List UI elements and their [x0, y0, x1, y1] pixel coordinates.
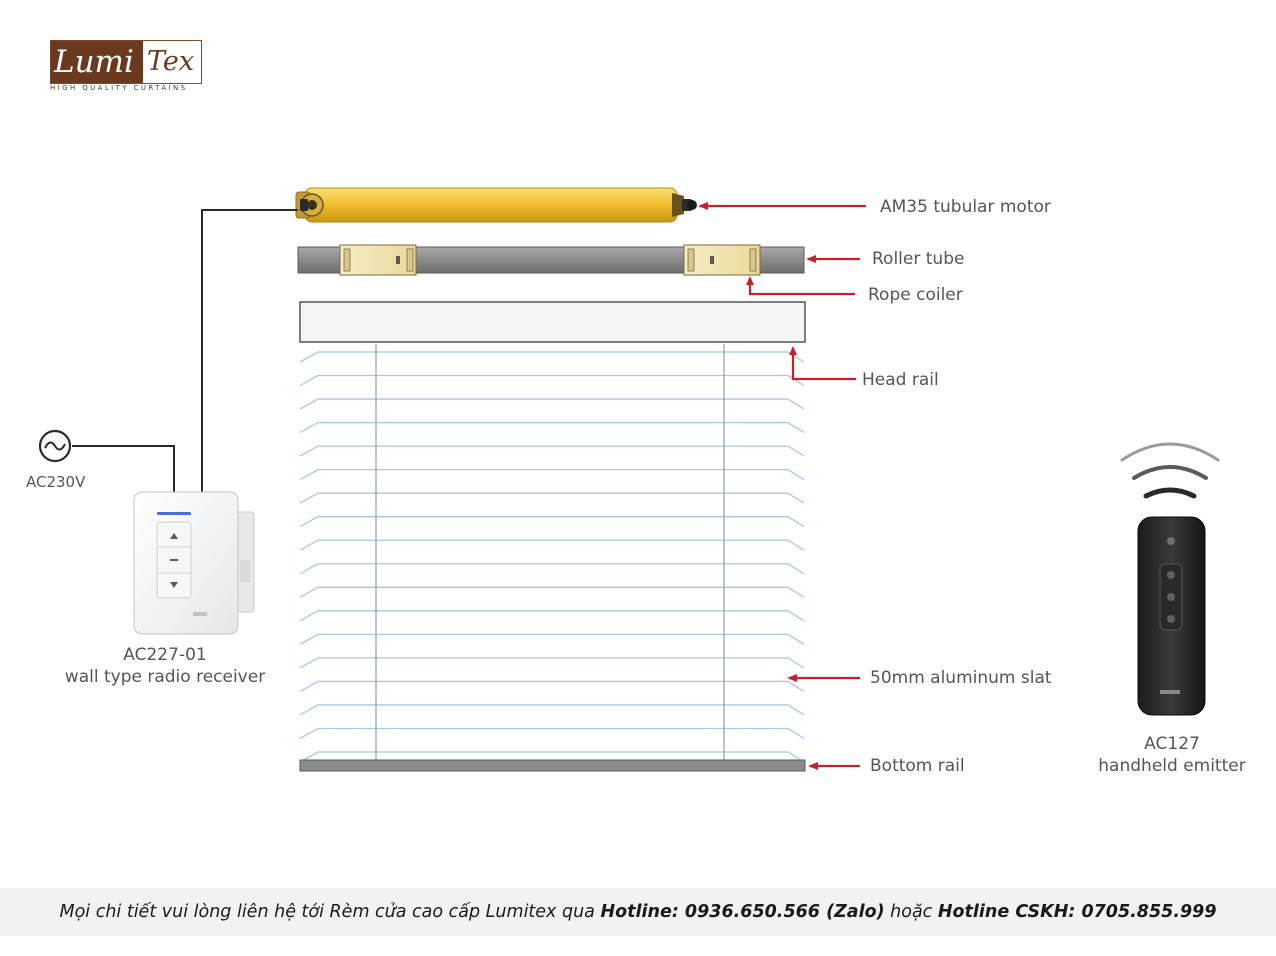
aluminum-slat: [299, 374, 805, 387]
aluminum-slat: [299, 727, 805, 740]
head-rail: [299, 301, 806, 343]
label-receiver-model: AC227-01: [123, 645, 207, 665]
label-emitter-model: AC127: [1144, 734, 1200, 754]
aluminum-slat: [299, 633, 805, 645]
aluminum-slat: [299, 351, 805, 363]
motor-cable: [201, 209, 298, 492]
rope-coiler-right: [683, 244, 761, 276]
footer-intro: Mọi chi tiết vui lòng liên hệ tới Rèm cử…: [59, 902, 601, 922]
stop-icon: [170, 559, 178, 561]
aluminum-slat: [299, 563, 805, 575]
up-arrow-icon: [170, 533, 178, 539]
aluminum-slat: [299, 398, 805, 410]
logo-word-left: Lumi: [54, 44, 134, 80]
ac-power-icon: [38, 429, 72, 463]
wireless-signal-icon: [1120, 442, 1220, 499]
aluminum-slat: [299, 445, 805, 457]
aluminum-slat: [299, 680, 805, 692]
label-motor: AM35 tubular motor: [880, 197, 1051, 217]
logo-frame: Lumi Tex: [50, 40, 202, 84]
aluminum-slat: [299, 539, 805, 551]
bottom-rail: [299, 759, 806, 772]
footer-cskh-hotline: Hotline CSKH: 0705.855.999: [937, 902, 1217, 922]
leader-head-rail: [791, 348, 856, 381]
down-arrow-icon: [170, 582, 178, 588]
handheld-remote: [1137, 516, 1206, 716]
wall-receiver: [133, 491, 255, 635]
leader-arrowheads: [698, 202, 818, 770]
lumitex-logo: Lumi Tex HIGH QUALITY CURTAINS: [50, 40, 202, 96]
aluminum-slat: [299, 586, 805, 598]
label-roller-tube: Roller tube: [872, 249, 965, 269]
label-bottom-rail: Bottom rail: [870, 756, 965, 776]
footer-text: Mọi chi tiết vui lòng liên hệ tới Rèm cử…: [0, 900, 1276, 924]
aluminum-slat: [299, 468, 805, 481]
aluminum-slat: [299, 421, 805, 434]
aluminum-slat: [299, 516, 805, 528]
rope-coiler-left: [339, 244, 417, 276]
leader-rope-coiler: [748, 278, 855, 296]
label-emitter-desc: handheld emitter: [1098, 756, 1246, 776]
label-rope-coiler: Rope coiler: [868, 285, 963, 305]
label-head-rail: Head rail: [862, 370, 939, 390]
label-slat: 50mm aluminum slat: [870, 668, 1052, 688]
aluminum-slat: [299, 610, 805, 622]
label-power: AC230V: [26, 473, 86, 491]
tubular-motor: [295, 187, 697, 223]
footer-hotline: Hotline: 0936.650.566 (Zalo): [600, 902, 885, 922]
aluminum-slat: [299, 492, 805, 504]
aluminum-slat: [299, 657, 805, 669]
remote-led-icon: [1167, 537, 1175, 545]
footer-connector: hoặc: [884, 902, 938, 922]
logo-tagline: HIGH QUALITY CURTAINS: [50, 84, 188, 92]
logo-left-panel: [51, 41, 143, 83]
logo-word-right: Tex: [147, 46, 195, 77]
wiring: [72, 209, 298, 492]
roller-tube: [297, 244, 805, 276]
mains-cable: [72, 445, 175, 492]
label-receiver-desc: wall type radio receiver: [64, 667, 266, 687]
aluminum-slat: [299, 704, 805, 716]
contact-footer: Mọi chi tiết vui lòng liên hệ tới Rèm cử…: [0, 888, 1276, 936]
